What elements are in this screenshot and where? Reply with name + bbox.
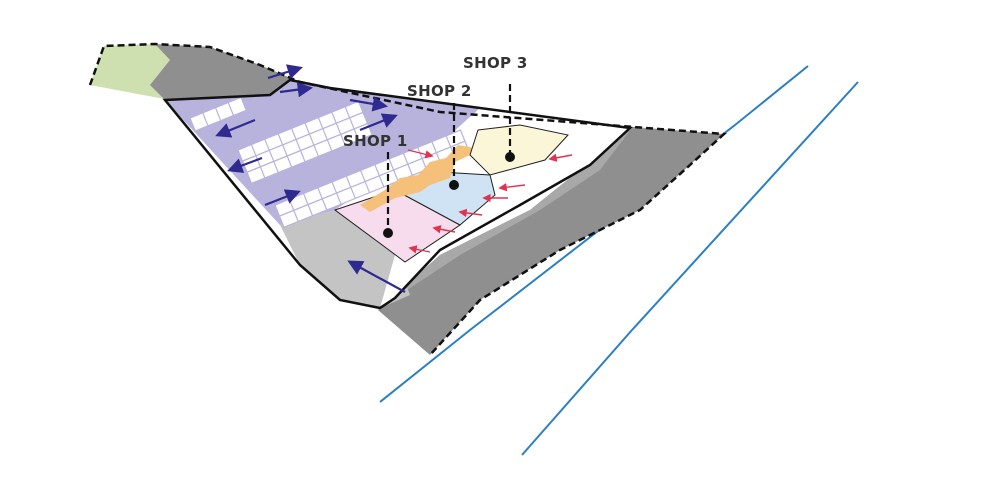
stall-divider [331, 111, 346, 146]
shop-2-marker [449, 180, 459, 190]
traffic-flow-arrows [215, 64, 406, 293]
flow-arrow [215, 118, 256, 138]
flow-arrow [359, 113, 398, 132]
stall-divider [388, 158, 399, 182]
flow-arrow [279, 81, 314, 98]
flow-arrow [349, 96, 389, 112]
entry-arrow [548, 153, 573, 162]
stall-divider [264, 138, 279, 173]
stall-divider [417, 147, 428, 170]
stall-divider [360, 170, 371, 193]
shop-3-marker [505, 152, 515, 162]
site-boundary [162, 78, 633, 310]
shop-leaders [386, 84, 512, 230]
lower-left-area [280, 210, 410, 308]
flow-arrow [227, 156, 263, 173]
connector-block [360, 138, 480, 212]
entry-arrow [432, 225, 456, 234]
entry-arrows [407, 149, 573, 254]
stall-divider [250, 144, 266, 179]
road-band-right-shade [378, 128, 632, 310]
shop-3-label: SHOP 3 [463, 54, 528, 72]
entry-arrow [458, 208, 483, 218]
stall-divider [331, 181, 342, 205]
stall-divider [277, 133, 293, 168]
stall-divider [317, 117, 333, 152]
river-bank-lower [521, 81, 859, 456]
stall-divider [291, 128, 306, 162]
flow-arrow [264, 189, 301, 207]
stall-divider [227, 102, 235, 116]
boundary-dashed [88, 42, 727, 356]
stall-divider [302, 193, 314, 216]
flow-arrow [347, 260, 406, 293]
stall-divider [344, 106, 360, 141]
road-band-right [378, 128, 724, 355]
parking-stalls [189, 96, 471, 229]
stall-divider [345, 175, 356, 199]
stall-divider [317, 187, 328, 211]
flow-arrow [267, 64, 303, 80]
road-band-upper [150, 44, 724, 134]
entry-arrow [408, 245, 431, 254]
stall-dividers [202, 102, 456, 222]
shop-2-label: SHOP 2 [407, 82, 472, 100]
stall-divider [202, 112, 209, 127]
shop-3-footprint [469, 124, 569, 176]
shop-1-marker [383, 228, 393, 238]
stall-divider [214, 107, 222, 121]
stall-divider [402, 152, 413, 176]
stall-divider [304, 122, 320, 157]
entry-arrow [498, 183, 526, 192]
stall-divider [374, 164, 385, 188]
shop-1-label: SHOP 1 [343, 132, 408, 150]
entry-arrow [407, 149, 434, 159]
